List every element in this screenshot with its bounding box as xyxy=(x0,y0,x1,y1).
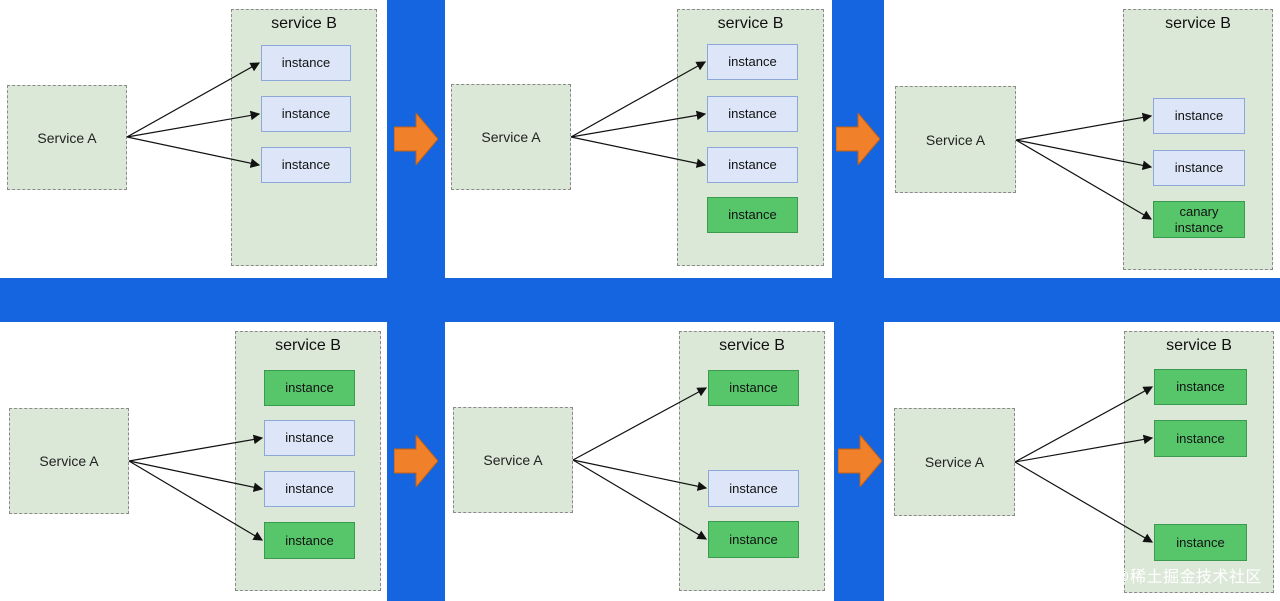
stage-1-panel: Service A service B instance instance in… xyxy=(0,0,387,278)
service-b-title: service B xyxy=(719,337,785,354)
service-a-box: Service A xyxy=(894,408,1015,516)
service-b-title: service B xyxy=(717,15,784,32)
request-arrow xyxy=(1015,112,1153,141)
new-instance: instance xyxy=(707,197,798,233)
request-arrow xyxy=(570,110,707,138)
old-instance: instance xyxy=(708,470,799,507)
watermark-text: @稀土掘金技术社区 xyxy=(1113,569,1262,586)
service-a-label: Service A xyxy=(924,454,985,470)
new-instance: instance xyxy=(264,522,355,559)
request-arrow xyxy=(572,459,708,491)
request-arrow xyxy=(128,434,264,462)
service-a-label: Service A xyxy=(37,129,97,146)
request-arrow xyxy=(1014,434,1154,463)
old-instance: instance xyxy=(707,147,798,183)
request-arrow xyxy=(126,110,261,138)
old-instance: instance xyxy=(264,471,355,507)
next-stage-arrow-icon xyxy=(836,113,880,165)
service-a-label: Service A xyxy=(925,131,986,148)
next-stage-arrow-icon xyxy=(394,435,438,487)
request-arrow xyxy=(1014,386,1154,463)
old-instance: instance xyxy=(1153,98,1245,134)
service-a-box: Service A xyxy=(9,408,129,514)
new-instance: instance xyxy=(708,521,799,558)
canary-instance: canary instance xyxy=(1153,201,1245,238)
service-b-title: service B xyxy=(1165,15,1231,32)
old-instance: instance xyxy=(707,44,798,80)
request-arrow xyxy=(570,136,707,168)
request-arrow xyxy=(126,62,261,138)
old-instance: instance xyxy=(1153,150,1245,186)
stage-6-panel: Service A service B instance instance in… xyxy=(884,322,1280,601)
request-arrows xyxy=(572,387,708,540)
request-arrows xyxy=(570,61,707,168)
next-stage-arrow-icon xyxy=(394,113,438,165)
service-a-label: Service A xyxy=(481,129,541,145)
old-instance: instance xyxy=(261,96,351,132)
request-arrow xyxy=(128,460,264,541)
service-a-box: Service A xyxy=(895,86,1016,193)
new-instance: instance xyxy=(1154,420,1247,457)
request-arrow xyxy=(1015,139,1153,171)
request-arrow xyxy=(570,61,707,138)
new-instance: instance xyxy=(1154,524,1247,561)
stage-3-panel: Service A service B instance instance ca… xyxy=(884,0,1280,278)
request-arrow xyxy=(572,459,708,540)
service-a-label: Service A xyxy=(483,452,543,468)
service-a-box: Service A xyxy=(7,85,127,190)
new-instance: instance xyxy=(708,370,799,406)
next-stage-arrow-icon xyxy=(838,435,882,487)
old-instance: instance xyxy=(261,147,351,183)
old-instance: instance xyxy=(707,96,798,132)
stage-4-panel: Service A service B instance instance in… xyxy=(0,322,387,601)
service-b-title: service B xyxy=(271,15,337,32)
old-instance: instance xyxy=(261,45,351,81)
new-instance: instance xyxy=(1154,369,1247,405)
new-instance: instance xyxy=(264,370,355,406)
request-arrow xyxy=(572,387,708,461)
service-a-box: Service A xyxy=(453,407,573,513)
service-a-label: Service A xyxy=(39,453,99,469)
stage-5-panel: Service A service B instance instance in… xyxy=(445,322,834,601)
request-arrows xyxy=(1014,386,1154,543)
request-arrows xyxy=(128,434,264,541)
service-b-title: service B xyxy=(275,337,341,354)
old-instance: instance xyxy=(264,420,355,456)
request-arrow xyxy=(1014,461,1154,543)
request-arrow xyxy=(128,460,264,492)
request-arrows xyxy=(1015,112,1153,220)
service-b-box: service B xyxy=(231,9,377,266)
request-arrow xyxy=(126,136,261,168)
request-arrows xyxy=(126,62,261,168)
request-arrow xyxy=(1015,139,1153,220)
service-b-title: service B xyxy=(1166,337,1232,354)
stage-2-panel: Service A service B instance instance in… xyxy=(445,0,832,278)
service-a-box: Service A xyxy=(451,84,571,190)
